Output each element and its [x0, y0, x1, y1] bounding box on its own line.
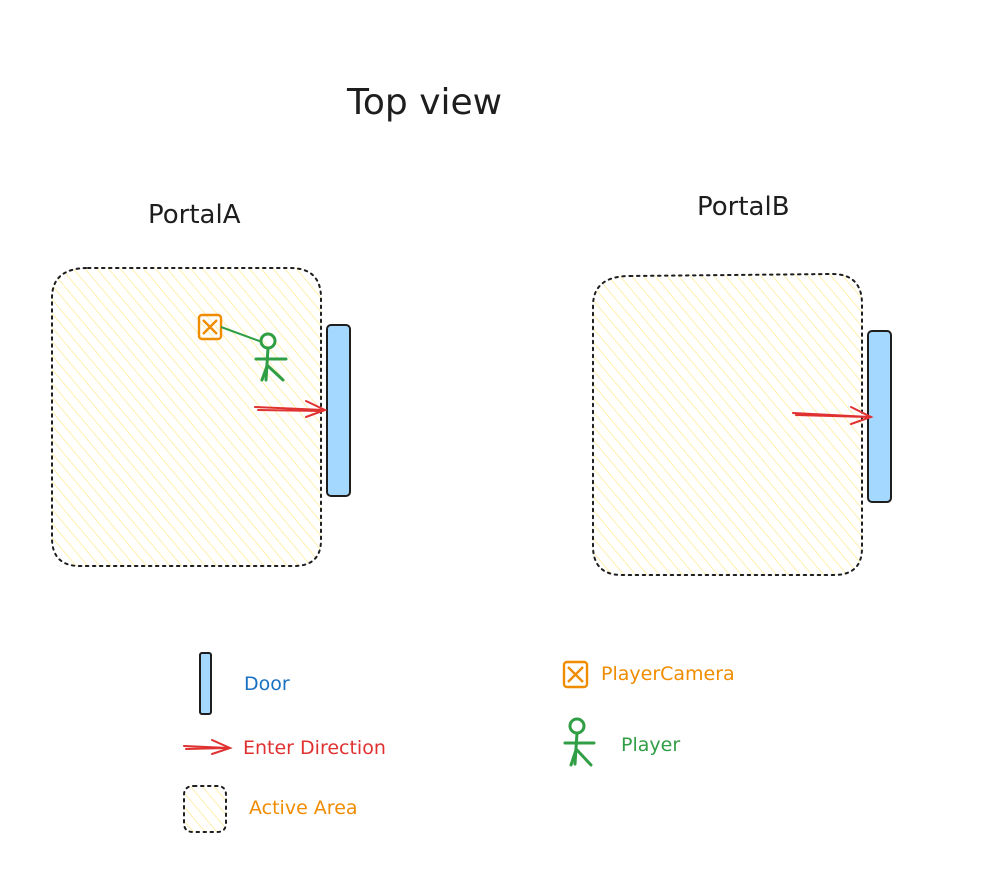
legend-enter-direction-label: Enter Direction [243, 737, 386, 759]
legend-arrow-icon [183, 739, 233, 755]
portal-a-enter-arrow [254, 400, 328, 418]
camera-to-player-line [220, 326, 263, 343]
portal-b-enter-arrow [792, 406, 874, 425]
legend-player-camera-label: PlayerCamera [601, 663, 735, 685]
diagram-title: Top view [347, 82, 503, 123]
portal-a-door [326, 324, 351, 497]
portal-a-label: PortalA [148, 200, 241, 230]
legend-player-label: Player [621, 734, 681, 756]
legend-door-label: Door [244, 673, 290, 695]
player-icon [254, 332, 288, 382]
legend-camera-icon [562, 660, 589, 689]
legend-active-area-icon [183, 785, 227, 833]
legend-player-icon [563, 717, 596, 767]
legend-door-icon [199, 652, 212, 715]
legend-active-area-label: Active Area [249, 797, 358, 819]
portal-a-active-area [51, 267, 322, 567]
portal-b-active-area [592, 272, 863, 576]
portal-b-label: PortalB [697, 192, 790, 222]
